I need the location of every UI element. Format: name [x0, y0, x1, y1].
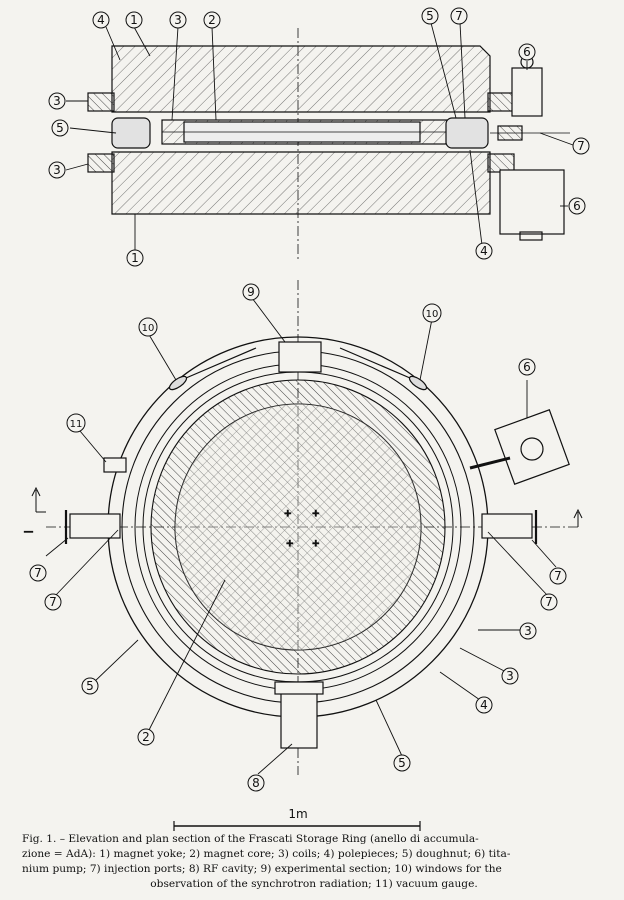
label-1-bottom: 1: [126, 249, 144, 267]
label-3-upper-left: 3: [48, 92, 66, 110]
titanium-pump-plan: [494, 409, 570, 485]
label-4-top-left: 4: [92, 11, 110, 29]
part-labels: 4 1 3 2 5 7 6 3 5 3 7 6 1 4 9 10 10 6 11…: [29, 7, 590, 792]
svg-text:+: +: [312, 539, 320, 549]
svg-text:7: 7: [455, 9, 463, 23]
pump-head: [511, 67, 543, 117]
svg-text:3: 3: [53, 94, 61, 108]
label-4-plan: 4: [475, 696, 493, 714]
doughnut-left: [111, 117, 151, 149]
label-5-top-right: 5: [421, 7, 439, 25]
label-6-top-pump: 6: [518, 43, 536, 61]
label-7-left-lower: 7: [44, 593, 62, 611]
label-7-left-upper: 7: [29, 564, 47, 582]
caption-line-3: nium pump; 7) injection ports; 8) RF cav…: [22, 863, 502, 875]
svg-text:1: 1: [130, 13, 138, 27]
figure-caption: Fig. 1. – Elevation and plan section of …: [22, 832, 606, 892]
coil-upper-left: [87, 92, 115, 112]
svg-text:+: +: [286, 539, 294, 549]
vacuum-gauge: [103, 457, 127, 473]
svg-text:—: —: [24, 527, 33, 537]
svg-text:3: 3: [524, 624, 532, 638]
label-7-right-upper: 7: [549, 567, 567, 585]
label-11: 11: [66, 413, 86, 433]
svg-text:6: 6: [523, 45, 531, 59]
upper-yoke: [111, 45, 491, 113]
injection-port-right: [481, 513, 533, 539]
svg-text:7: 7: [554, 569, 562, 583]
label-6-plan: 6: [518, 358, 536, 376]
label-10-left: 10: [138, 317, 158, 337]
svg-text:7: 7: [49, 595, 57, 609]
label-8: 8: [247, 774, 265, 792]
svg-text:6: 6: [573, 199, 581, 213]
elevation-section: [87, 28, 570, 262]
svg-text:7: 7: [577, 139, 585, 153]
label-3-plan-inner: 3: [501, 667, 519, 685]
svg-text:3: 3: [174, 13, 182, 27]
svg-text:+: +: [284, 509, 292, 519]
label-5-left: 5: [51, 119, 69, 137]
window-left: [168, 375, 188, 391]
label-9: 9: [242, 283, 260, 301]
label-7-right: 7: [572, 137, 590, 155]
svg-text:8: 8: [252, 776, 260, 790]
label-7-right-lower: 7: [540, 593, 558, 611]
caption-line-1: Fig. 1. – Elevation and plan section of …: [22, 833, 479, 845]
label-2-top: 2: [203, 11, 221, 29]
label-5-plan-left: 5: [81, 677, 99, 695]
injection-port-left: [69, 513, 121, 539]
scale-bar: 1m: [173, 807, 421, 831]
doughnut-right: [445, 117, 489, 149]
label-5-plan-bottom: 5: [393, 754, 411, 772]
svg-text:5: 5: [86, 679, 94, 693]
leader-lines: [45, 22, 574, 775]
svg-text:7: 7: [545, 595, 553, 609]
coil-lower-right: [487, 153, 515, 173]
coil-lower-left: [87, 153, 115, 173]
svg-text:11: 11: [70, 419, 83, 430]
svg-text:4: 4: [97, 13, 105, 27]
svg-text:2: 2: [142, 730, 150, 744]
svg-text:5: 5: [426, 9, 434, 23]
lower-yoke: [111, 151, 491, 215]
label-3-lower-left: 3: [48, 161, 66, 179]
svg-text:9: 9: [247, 285, 255, 299]
label-3-top: 3: [169, 11, 187, 29]
label-2-plan: 2: [137, 728, 155, 746]
svg-text:+: +: [312, 509, 320, 519]
label-1-top: 1: [125, 11, 143, 29]
svg-text:6: 6: [523, 360, 531, 374]
window-right: [408, 375, 428, 391]
label-6-right: 6: [568, 197, 586, 215]
svg-text:3: 3: [506, 669, 514, 683]
label-7-top-right: 7: [450, 7, 468, 25]
svg-text:3: 3: [53, 163, 61, 177]
scale-bar-label: 1m: [288, 807, 307, 821]
label-3-plan-outer: 3: [519, 622, 537, 640]
svg-text:4: 4: [480, 698, 488, 712]
plan-section: + + + + —: [23, 280, 583, 775]
svg-text:1: 1: [131, 251, 139, 265]
label-10-right: 10: [422, 303, 442, 323]
magnet-core-disc: [174, 403, 422, 651]
svg-text:5: 5: [398, 756, 406, 770]
svg-text:7: 7: [34, 566, 42, 580]
caption-line-4: observation of the synchrotron radiation…: [150, 878, 478, 890]
coil-upper-right: [487, 92, 515, 112]
svg-text:10: 10: [142, 323, 155, 334]
titanium-pump-elevation: [499, 169, 565, 235]
svg-text:4: 4: [480, 244, 488, 258]
label-4-bottom: 4: [475, 242, 493, 260]
experimental-section: [278, 341, 322, 373]
svg-text:10: 10: [426, 309, 439, 320]
svg-text:2: 2: [208, 13, 216, 27]
svg-text:5: 5: [56, 121, 64, 135]
caption-line-2: zione = AdA): 1) magnet yoke; 2) magnet …: [22, 848, 511, 860]
